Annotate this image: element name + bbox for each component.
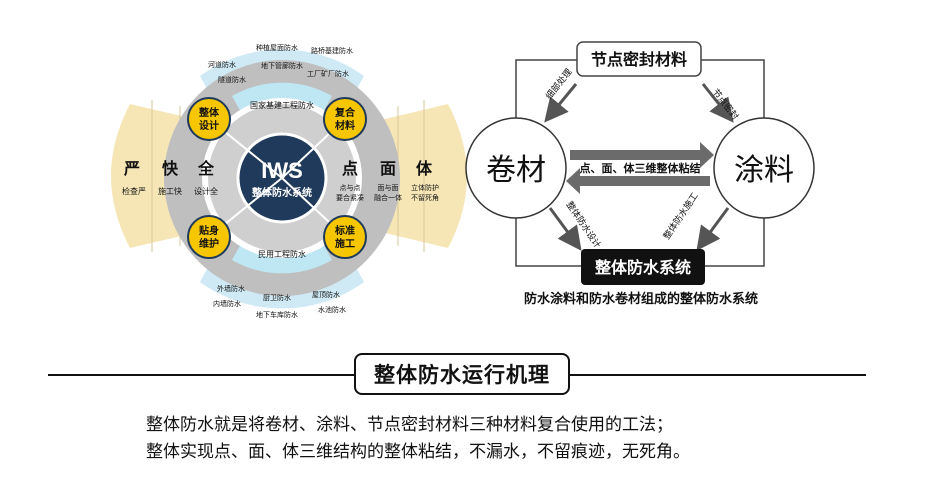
upper-tag: 工厂矿厂防水 bbox=[307, 69, 349, 78]
divider-right bbox=[570, 374, 866, 376]
middle-label: 点、面、体三维整体粘结 bbox=[580, 161, 701, 175]
description-line-1: 整体防水就是将卷材、涂料、节点密封材料三种材料复合使用的工法； bbox=[146, 415, 673, 435]
arrow-to-left bbox=[566, 168, 710, 194]
right-wing-big: 体 bbox=[416, 159, 433, 178]
bottom-box-label: 整体防水系统 bbox=[594, 258, 691, 277]
right-wing-big: 面 bbox=[380, 159, 396, 178]
description-line-2: 整体实现点、面、体三维结构的整体粘结，不漏水，不留痕迹，无死角。 bbox=[146, 442, 690, 462]
diagram-caption: 防水涂料和防水卷材组成的整体防水系统 bbox=[524, 291, 758, 307]
section-title: 整体防水运行机理 bbox=[354, 353, 570, 395]
node-top-right-line1: 复合 bbox=[334, 106, 356, 119]
right-wing-small: 面与面 bbox=[378, 184, 399, 192]
upper-tag: 路桥基建防水 bbox=[311, 46, 353, 55]
right-circle bbox=[713, 117, 815, 219]
left-wing-small: 施工快 bbox=[158, 186, 182, 196]
arrow-label-upper-right: 节点密封 bbox=[710, 86, 742, 122]
right-wing-small: 立体防护 bbox=[411, 183, 439, 192]
upper-tag: 地下管廊防水 bbox=[261, 61, 303, 70]
lower-tag: 内墙防水 bbox=[213, 299, 241, 308]
node-bottom-left bbox=[187, 215, 231, 259]
left-wing-big: 严 bbox=[123, 159, 140, 178]
top-box bbox=[576, 41, 702, 77]
bottom-box bbox=[581, 249, 705, 285]
top-box-label: 节点密封材料 bbox=[591, 50, 687, 69]
node-top-right bbox=[323, 97, 367, 141]
node-top-right-line2: 材料 bbox=[335, 119, 355, 132]
right-wing-small: 点与点 bbox=[340, 184, 361, 192]
node-bottom-left-line2: 维护 bbox=[199, 237, 219, 250]
material-relationship-diagram: 节点密封材料 卷材 涂料 点、面、体三维整体粘结 细部处理 节点密封 整体防水设… bbox=[465, 41, 815, 307]
left-circle bbox=[465, 117, 567, 219]
left-circle-label: 卷材 bbox=[486, 153, 546, 188]
iws-wheel-diagram: 整体 设计 复合 材料 贴身 维护 标准 施工 IWS 整体防水系统 国家基建工… bbox=[111, 43, 467, 319]
lower-tag: 厨卫防水 bbox=[263, 293, 291, 302]
center-title: IWS bbox=[261, 158, 303, 183]
upper-band-label: 国家基建工程防水 bbox=[250, 100, 314, 110]
arrow-label-upper-left: 细部处理 bbox=[543, 66, 575, 102]
right-circle-label: 涂料 bbox=[734, 153, 794, 188]
right-wing-big: 点 bbox=[342, 159, 358, 178]
arrow-to-right bbox=[570, 142, 714, 168]
right-wing-small: 融合一体 bbox=[374, 193, 402, 202]
arrow-label-lower-left: 整体防水设计 bbox=[564, 199, 604, 250]
right-wing-small: 不留死角 bbox=[411, 193, 439, 202]
right-wing-small: 要合紧凑 bbox=[336, 193, 364, 202]
upper-tag: 种植屋面防水 bbox=[256, 43, 298, 52]
upper-tag: 隧道防水 bbox=[218, 75, 246, 84]
node-bottom-right bbox=[323, 215, 367, 259]
left-wing-big: 快 bbox=[162, 159, 179, 178]
node-bottom-right-line1: 标准 bbox=[334, 224, 355, 237]
left-wing-small: 检查严 bbox=[122, 186, 146, 196]
lower-tag: 屋顶防水 bbox=[312, 290, 340, 299]
lower-tag: 地下车库防水 bbox=[256, 310, 298, 319]
node-bottom-left-line1: 贴身 bbox=[198, 224, 219, 237]
node-top-left-line2: 设计 bbox=[199, 119, 219, 132]
lower-tag: 外墙防水 bbox=[217, 284, 245, 293]
lower-tag: 水池防水 bbox=[318, 305, 346, 314]
left-wing-big: 全 bbox=[197, 159, 215, 178]
center-subtitle: 整体防水系统 bbox=[251, 186, 312, 199]
left-wing-small: 设计全 bbox=[194, 186, 218, 196]
divider-left bbox=[48, 374, 354, 376]
upper-tag: 河道防水 bbox=[208, 60, 236, 69]
node-top-left bbox=[187, 97, 231, 141]
node-top-left-line1: 整体 bbox=[198, 106, 220, 119]
node-bottom-right-line2: 施工 bbox=[335, 237, 355, 250]
arrow-label-lower-right: 整体防水施工 bbox=[661, 190, 701, 241]
lower-band-label: 民用工程防水 bbox=[258, 249, 306, 259]
